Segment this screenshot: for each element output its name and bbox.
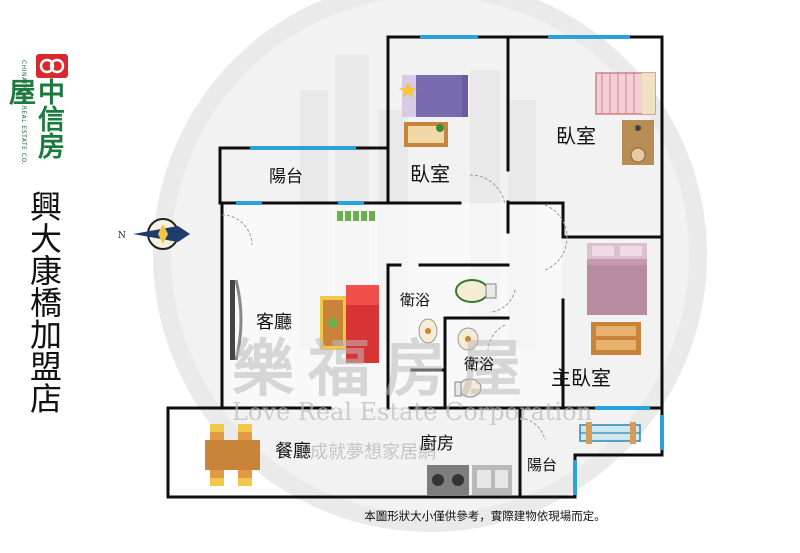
tv-icon <box>230 279 243 361</box>
watermark-slogan: 成就夢想家居網 <box>310 442 436 463</box>
room-bedroom-1: 臥室 <box>410 162 450 186</box>
room-bathroom-2: 衛浴 <box>464 355 494 373</box>
door-swings <box>221 174 568 441</box>
stove-icon <box>427 465 469 495</box>
footer-note: 本圖形狀大小僅供參考，實際建物依現場而定。 <box>0 508 800 524</box>
room-master-bedroom: 主臥室 <box>551 366 611 390</box>
sink-icon <box>457 327 479 351</box>
clothes-rack-icon <box>579 422 641 444</box>
desk-icon <box>404 122 448 147</box>
brand-emblem-icon <box>36 54 68 78</box>
room-kitchen: 廚房 <box>420 433 454 454</box>
room-dining: 餐廳 <box>275 441 311 462</box>
room-bedroom-2: 臥室 <box>556 124 596 148</box>
watermark-cn: 樂福房屋 <box>232 332 536 405</box>
bed-icon <box>595 72 656 115</box>
store-name: 興大康橋加盟店 <box>25 190 63 414</box>
kitchen-sink-icon <box>472 465 512 495</box>
compass-icon: N <box>118 218 190 250</box>
brand-name-cn: 中信房屋 <box>4 78 64 159</box>
dining-table-icon <box>205 424 260 486</box>
shoe-rack-icon <box>337 211 375 221</box>
bed-icon <box>587 243 647 315</box>
cabinet-icon <box>591 322 641 355</box>
desk-icon <box>622 120 654 165</box>
room-bathroom-1: 衛浴 <box>400 291 430 309</box>
sink-icon <box>418 318 438 344</box>
windows <box>236 35 664 495</box>
brand-name-en: CHINATRUST REAL ESTATE CO. <box>20 60 27 165</box>
watermark-en: Love Real Estate Corporation <box>232 398 592 426</box>
footer-note-text: 本圖形狀大小僅供參考，實際建物依現場而定。 <box>364 509 606 523</box>
room-balcony-top: 陽台 <box>269 167 303 187</box>
walls <box>166 35 664 499</box>
bed-icon <box>399 75 468 117</box>
room-living: 客廳 <box>256 312 292 333</box>
compass-north-label: N <box>118 231 126 241</box>
sofa-icon <box>320 285 379 363</box>
room-balcony-bottom: 陽台 <box>527 456 557 474</box>
toilet-icon <box>454 378 482 398</box>
toilet-icon <box>455 279 497 303</box>
brand-logo: CHINATRUST REAL ESTATE CO. 中信房屋 <box>4 52 99 167</box>
furniture <box>205 72 656 495</box>
room-labels: 陽台 臥室 臥室 客廳 衛浴 衛浴 主臥室 餐廳 廚房 陽台 <box>256 124 611 474</box>
